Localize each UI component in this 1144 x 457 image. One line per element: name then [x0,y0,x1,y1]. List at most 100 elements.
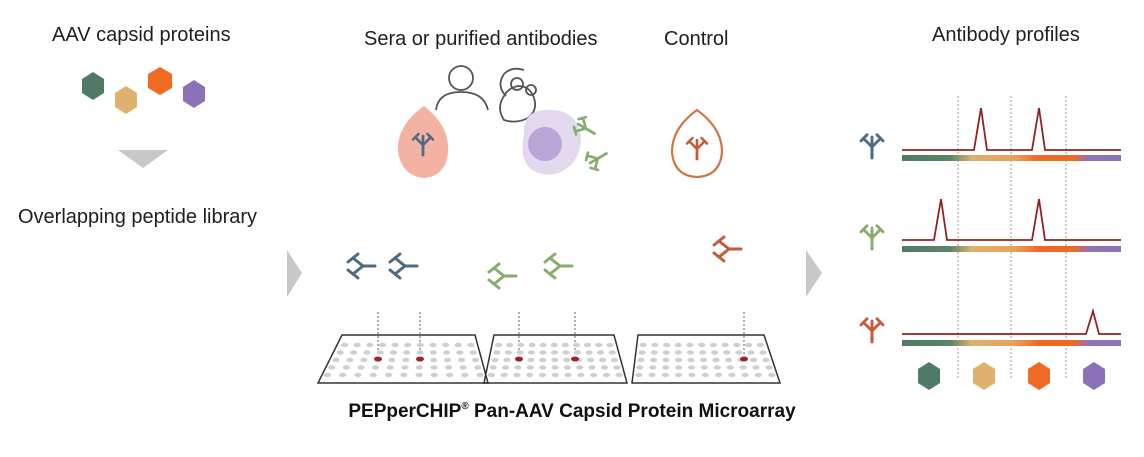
array-spot [456,350,464,355]
array-spot [513,372,521,378]
array-spot [350,350,358,355]
array-spot [516,350,524,355]
array-spot [648,372,656,378]
array-spot [404,342,412,348]
array-spot [354,372,362,378]
array-spot [606,342,614,348]
hexagon-icon [148,67,172,95]
array-spot [459,365,467,370]
array-spot [762,357,770,363]
antibody-icon [543,252,574,280]
profile-bar [902,155,1121,161]
array-spot [598,357,607,363]
array-spot [723,350,731,355]
array-spot [576,365,584,370]
array-spot [489,365,497,370]
array-spot [378,342,387,348]
array-spot [726,365,734,370]
array-spot [430,372,438,378]
array-spot [487,372,495,378]
array-spot [608,350,616,355]
array-spot [442,342,450,348]
title-rest: Pan-AAV Capsid Protein Microarray [468,401,796,422]
array-spot [715,372,723,378]
array-spot [376,350,384,355]
hexagon-icon [82,72,104,100]
array-spot [514,365,522,370]
array-spot [637,357,645,363]
array-spot [415,365,423,370]
array-spot [389,350,397,355]
array-spot [539,350,547,355]
hexagon-icon [973,362,995,390]
array-spot [674,357,683,363]
arrow-icon [118,150,168,168]
array-spot [699,357,708,363]
array-spot [563,357,571,363]
array-spot [550,342,558,348]
array-spot [506,342,514,348]
array-spot [363,350,371,355]
array-spot [561,342,569,348]
antibody-icon [712,235,743,263]
array-spot [429,342,437,348]
array-spot [493,350,501,355]
array-spot [574,350,582,355]
immune-cell-icon [522,109,581,175]
array-spot [709,342,718,348]
array-spot [597,350,605,355]
array-spot [602,372,611,378]
array-spot [458,357,466,363]
antibody-icon [685,136,709,161]
array-spot [445,365,453,370]
array-spot [500,372,508,378]
mouse-icon [499,67,537,123]
array-spot [741,372,749,378]
profile-line [902,307,1121,335]
array-spot [613,365,621,370]
array-spot [675,372,683,378]
antibody-icon [388,252,419,280]
array-spot [651,342,659,348]
array-spot [756,342,764,348]
microarray-slide-icon [631,334,782,384]
sera-antibodies-label: Sera or purified antibodies [364,28,598,50]
microarray-peptides [375,230,747,310]
array-spot [649,357,658,363]
array-spot [539,357,547,363]
array-spot [572,342,581,348]
array-spot [527,357,535,363]
array-spot [357,365,365,370]
array-spot [587,357,595,363]
array-spot [454,342,462,348]
hexagon-icon [1083,362,1105,390]
array-spot [332,357,340,363]
array-spot [430,357,438,363]
array-spot [675,365,683,370]
arrow-icon [287,250,302,297]
array-spot [342,365,350,370]
control-label: Control [664,28,729,50]
array-spot [610,357,619,363]
array-spot [674,350,683,355]
array-spot [416,350,424,355]
array-spot [443,350,451,355]
array-spot [711,350,719,355]
array-spot [386,365,394,370]
profile-line [902,198,1121,241]
antibody-profiles-label: Antibody profiles [932,24,1080,46]
peptide-library [58,252,227,393]
array-spot [469,350,477,355]
array-spot [595,342,603,348]
array-spot [686,342,694,348]
title-brand: PEPperCHIP [348,401,462,422]
array-spot [538,372,547,378]
array-spot [747,350,755,355]
array-spot [551,357,559,363]
array-spot [526,365,534,370]
capsid-hexagons [82,67,205,114]
array-spot [745,342,753,348]
array-spot [662,365,670,370]
array-spot [649,365,657,370]
array-spot [429,350,437,355]
